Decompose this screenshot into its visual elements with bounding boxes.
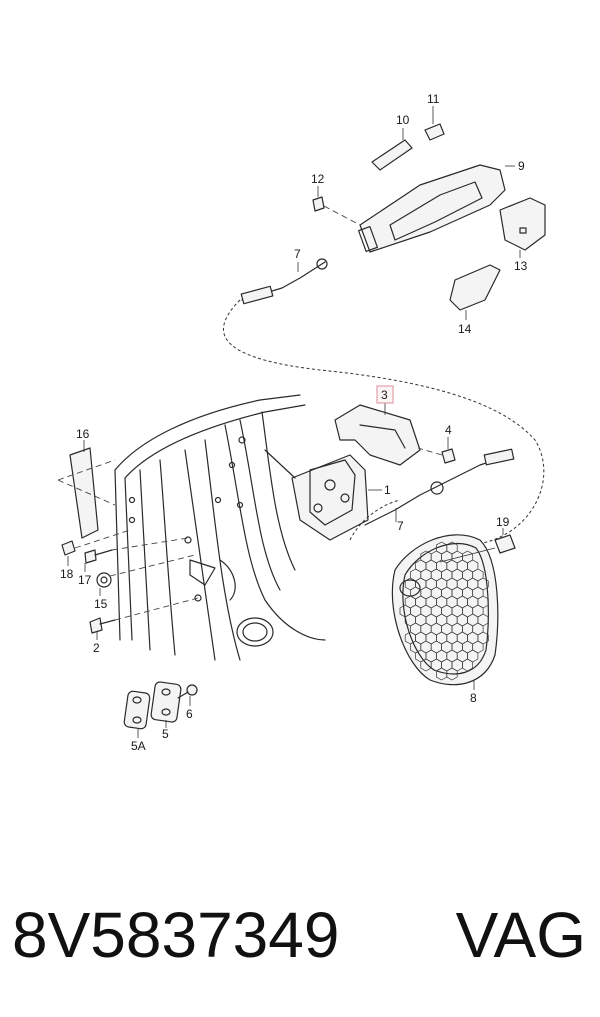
door-frame — [114, 394, 326, 661]
callout-12: 12 — [311, 172, 325, 186]
callout-3: 3 — [381, 388, 388, 402]
callout-15: 15 — [94, 597, 108, 611]
exploded-parts-diagram: 1 2 3 4 5 5A 6 7 7 8 9 10 11 12 13 14 15… — [57, 92, 546, 753]
part-number: 8V5837349 — [12, 899, 340, 971]
part-8-grille — [391, 534, 499, 690]
brand-name: VAG — [455, 899, 586, 971]
callout-8: 8 — [470, 691, 477, 705]
callout-5: 5 — [162, 727, 169, 741]
callout-6: 6 — [186, 707, 193, 721]
part-4-screw — [417, 437, 456, 464]
honeycomb-pattern — [399, 541, 489, 681]
callout-16: 16 — [76, 427, 90, 441]
callout-11: 11 — [427, 92, 440, 106]
part-19-clip — [439, 528, 516, 563]
honeycomb-cell — [446, 667, 458, 681]
striker-assembly — [123, 681, 198, 738]
honeycomb-cell — [462, 658, 474, 672]
screws-group — [61, 529, 199, 640]
cables — [223, 258, 545, 546]
inner-handle-assembly — [312, 106, 546, 320]
part-16-seal — [57, 440, 116, 539]
callout-13: 13 — [514, 259, 528, 273]
callout-18: 18 — [60, 567, 74, 581]
callout-10: 10 — [396, 113, 410, 127]
callout-14: 14 — [458, 322, 472, 336]
callout-3-highlight — [376, 385, 394, 404]
callout-1: 1 — [384, 483, 391, 497]
callout-5a: 5A — [131, 739, 146, 753]
callout-2: 2 — [93, 641, 100, 655]
callout-19: 19 — [496, 515, 510, 529]
callout-9: 9 — [518, 159, 525, 173]
callout-4: 4 — [445, 423, 452, 437]
part-1-door-lock — [264, 449, 382, 541]
callout-labels: 1 2 3 4 5 5A 6 7 7 8 9 10 11 12 13 14 15… — [60, 92, 528, 753]
callout-7-lower: 7 — [397, 519, 404, 533]
callout-7-upper: 7 — [294, 247, 301, 261]
part-3-cover — [334, 403, 421, 466]
footer: 8V5837349 VAG — [0, 880, 600, 1000]
callout-17: 17 — [78, 573, 92, 587]
